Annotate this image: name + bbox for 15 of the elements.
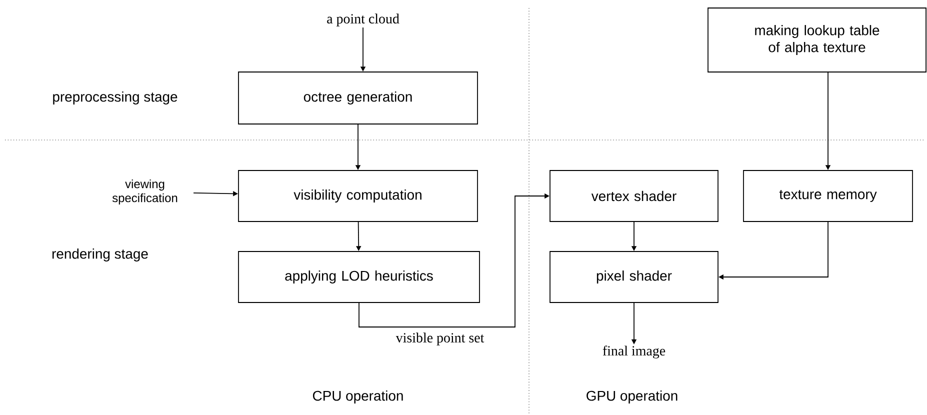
edge-label: visible point set: [396, 332, 484, 346]
process-box: texture memory: [743, 170, 913, 222]
process-box: octree generation: [238, 72, 478, 124]
io-label: a point cloud: [327, 14, 400, 26]
column-label: CPU operation: [311, 390, 405, 404]
io-label: final image: [602, 346, 666, 358]
process-box: making lookup table of alpha texture: [708, 8, 926, 72]
column-label: GPU operation: [584, 390, 680, 404]
process-box: applying LOD heuristics: [238, 251, 480, 303]
stage-label: rendering stage: [50, 248, 150, 262]
input-label: viewing specification: [112, 179, 178, 205]
stage-label: preprocessing stage: [51, 90, 179, 106]
process-box: pixel shader: [550, 251, 718, 303]
process-box: vertex shader: [550, 170, 718, 222]
process-box: visibility computation: [238, 170, 478, 222]
